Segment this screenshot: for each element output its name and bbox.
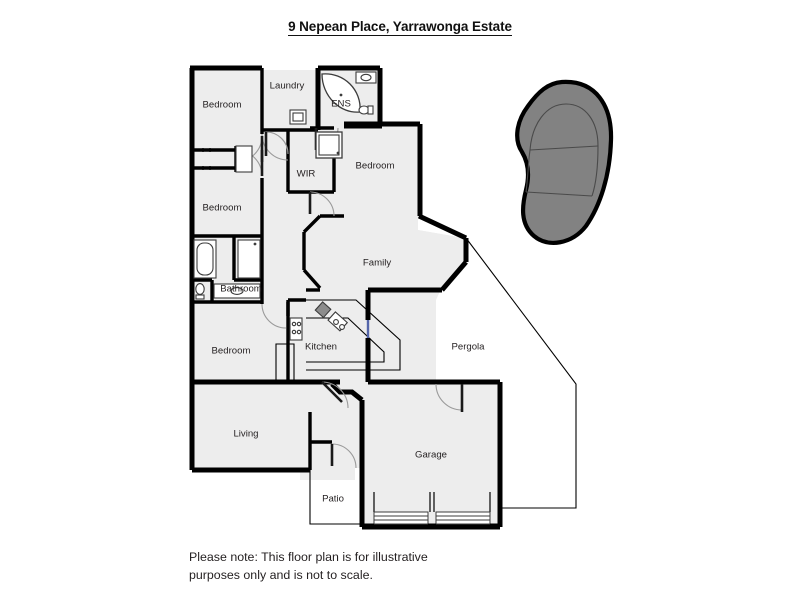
garage-door-jambs [373,492,491,512]
wall-family-sw [302,268,322,290]
wall-garage-step [330,382,364,402]
interior-walls [192,68,344,470]
door-leaf-kitchen [321,381,343,403]
room-label-garage: Garage [415,450,447,461]
door-swing-garage [435,383,463,411]
room-label-laundry: Laundry [270,81,305,92]
kitchen-appliance-bank [289,317,303,341]
door-swing-patio [331,443,357,469]
room-label-family: Family [363,258,391,269]
bedrear-robe [275,343,295,381]
robe-rail-1 [202,148,211,152]
bathroom-cistern [195,294,205,300]
room-label-living: Living [233,429,258,440]
fill-bedrear [192,302,300,382]
built-in-robe-door [235,145,253,173]
room-label-bedroom-master: Bedroom [356,161,395,172]
garage-door-right [435,511,491,525]
room-labels: Bedroom Laundry ENS Bedroom WIR Bedroom … [203,81,486,505]
disclaimer-line-2: purposes only and is not to scale. [189,567,373,582]
pergola-boundary [465,237,577,509]
door-swing-laundry [265,131,289,155]
room-label-bathroom: Bathroom [220,284,262,295]
fill-kitchen [288,300,400,382]
exterior-walls [189,65,503,530]
bathroom-shower-rose [253,242,257,246]
patio-outline [309,442,363,525]
shower-tray [318,134,340,156]
robe-rail-2 [202,166,211,170]
laundry-trough-bowl [292,112,304,122]
swimming-pool [515,79,614,245]
ensuite-basin-bowl [360,73,372,82]
garage-doors [362,492,500,529]
bathroom-vanity-bowl [230,287,244,295]
room-label-bedroom-second: Bedroom [203,203,242,214]
fill-garage [362,383,500,524]
wall-family-se [440,260,468,292]
wall-family-nw [302,214,322,234]
fill-living [192,382,307,468]
door-swing-wir [309,191,335,217]
room-label-bedroom-rear: Bedroom [212,346,251,357]
disclaimer-line-1: Please note: This floor plan is for illu… [189,550,428,564]
room-label-walk-in-robe: WIR [297,169,316,180]
bathtub [196,242,214,276]
fixtures [193,71,377,341]
room-label-pergola: Pergola [451,342,485,353]
pool-inner-line-3 [525,149,531,193]
room-label-patio: Patio [322,494,344,505]
fill-family [304,215,464,288]
door-swing-bath [261,303,287,329]
room-label-kitchen: Kitchen [305,342,337,353]
page-title-text: 9 Nepean Place, Yarrawonga Estate [288,19,512,36]
disclaimer-note: Please note: This floor plan is for illu… [189,549,509,584]
pool-inner-line-5 [525,191,593,197]
room-fills [192,70,500,524]
kitchen-sink [327,311,349,332]
shower-waste [336,151,340,155]
kitchen-cooktop [314,301,332,319]
spa-bath-waste [339,93,343,97]
door-swing-kitchen [321,381,349,409]
wall-family-ne [417,213,468,241]
pool-inner-line-2 [529,145,599,151]
kitchen-bench-outer [306,299,401,371]
garage-door-left [373,511,429,525]
pool-outline [515,79,614,245]
ensuite-cistern [367,105,374,115]
room-label-bedroom-front-left: Bedroom [203,100,242,111]
room-label-ensuite: ENS [331,99,351,110]
bathroom-shower [237,239,261,279]
page-title: 9 Nepean Place, Yarrawonga Estate [0,19,800,36]
bathroom-toilet [195,283,205,295]
pool-inner-line-1 [529,103,599,151]
fill-bedmaster [334,124,418,230]
pool-inner-line-4 [591,145,599,197]
